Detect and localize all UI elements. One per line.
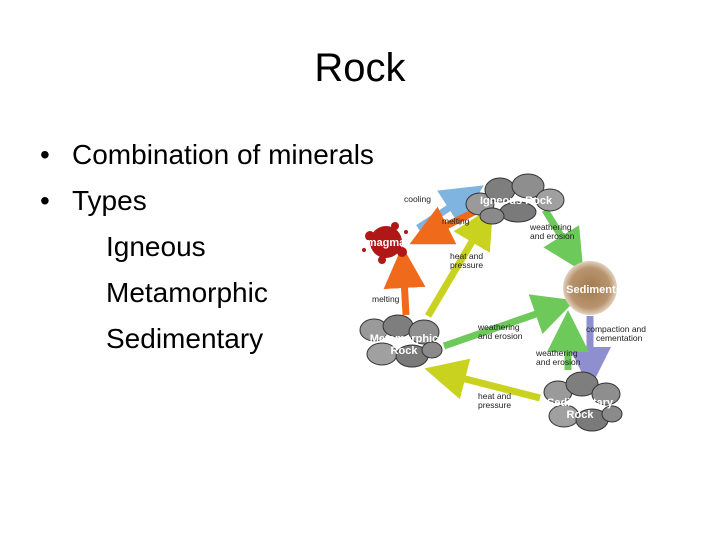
bullet-dot: •	[40, 185, 50, 216]
sub-item-metamorphic: Metamorphic	[106, 277, 268, 308]
sub-item-sedimentary: Sedimentary	[106, 323, 264, 354]
label-weathering-low-2: and erosion	[536, 357, 581, 367]
arrow-meta-to-sediments	[442, 294, 576, 350]
bullet-list: • Combination of minerals • Types Igneou…	[40, 132, 374, 362]
label-heat-pressure-mid-1: heat and	[450, 251, 483, 261]
label-melting-left: melting	[372, 294, 400, 304]
label-weathering-top-1: weathering	[529, 222, 572, 232]
slide-title: Rock	[314, 46, 406, 90]
metamorphic-label-line2: Rock	[391, 345, 419, 357]
label-melting-top: melting	[442, 216, 470, 226]
arrow-igneous-to-sediments	[542, 208, 584, 272]
arrow-meta-to-igneous	[424, 205, 494, 318]
magma-label: magma	[367, 237, 406, 249]
sedimentary-label-line2: Rock	[567, 409, 595, 421]
label-weathering-mid-1: weathering	[477, 322, 520, 332]
sediments-label: Sediments	[566, 284, 622, 296]
label-heat-pressure-bottom-1: heat and	[478, 391, 511, 401]
label-cooling: cooling	[404, 194, 431, 204]
bullet-text: Types	[72, 185, 147, 216]
label-heat-pressure-bottom-2: pressure	[478, 400, 511, 410]
magma-node: magma	[362, 222, 408, 264]
metamorphic-rock-node: Metamorphic Rock	[359, 314, 443, 368]
bullet-text: Combination of minerals	[72, 139, 374, 170]
igneous-label: Igneous Rock	[480, 195, 553, 207]
label-compaction-2: cementation	[596, 333, 643, 343]
sediments-node: Sediments	[563, 261, 622, 315]
arrow-meta-to-magma	[383, 246, 426, 316]
sub-item-igneous: Igneous	[106, 231, 206, 262]
sedimentary-label-line1: Sedimentary	[547, 397, 614, 409]
metamorphic-label-line1: Metamorphic	[370, 333, 438, 345]
label-heat-pressure-mid-2: pressure	[450, 260, 483, 270]
label-weathering-top-2: and erosion	[530, 231, 575, 241]
label-weathering-low-1: weathering	[535, 348, 578, 358]
arrow-heat-pressure-bottom	[424, 358, 541, 402]
label-compaction-1: compaction and	[586, 324, 646, 334]
rock-cycle-diagram: Igneous Rock magma Sediments Metamorphic…	[359, 173, 646, 432]
label-weathering-mid-2: and erosion	[478, 331, 523, 341]
bullet-item-types: • Types	[40, 178, 374, 224]
bullet-item-minerals: • Combination of minerals	[40, 132, 374, 178]
bullet-dot: •	[40, 139, 50, 170]
igneous-rock-node: Igneous Rock	[465, 173, 565, 225]
sedimentary-rock-node: Sedimentary Rock	[543, 371, 623, 432]
